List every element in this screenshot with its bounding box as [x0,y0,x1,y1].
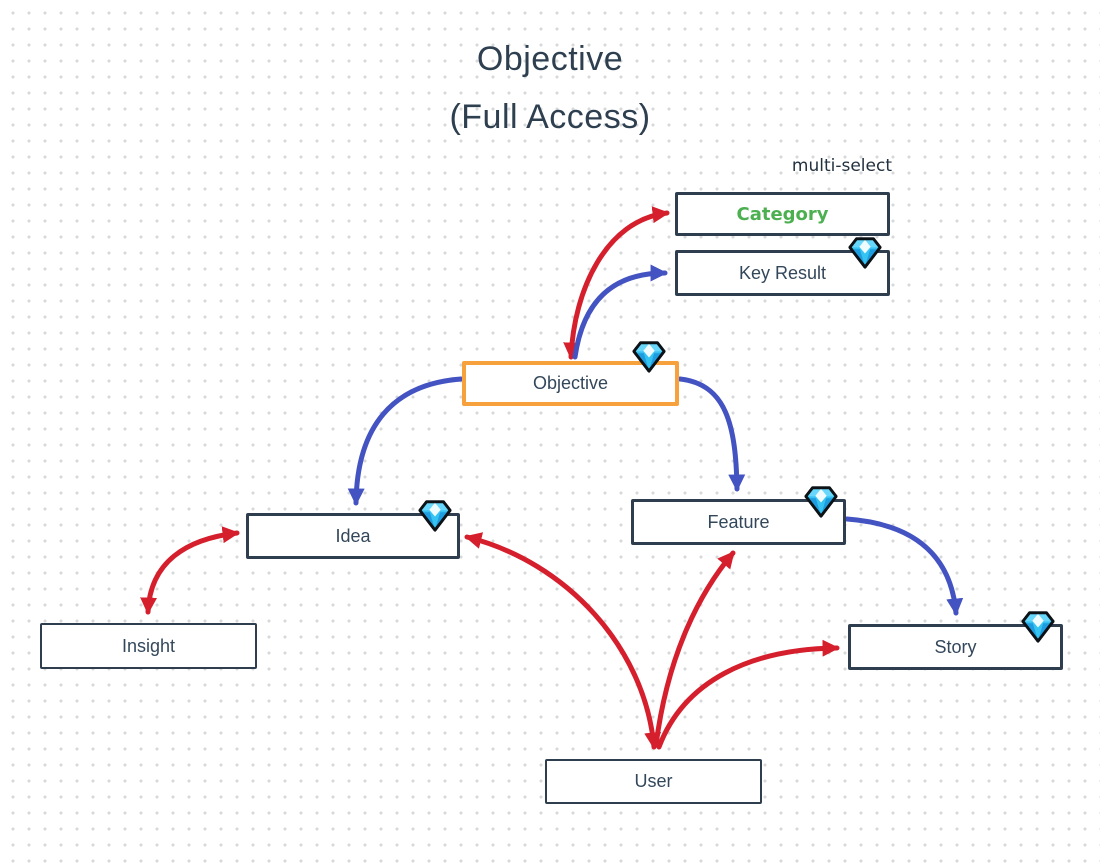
diagram-title-line1: Objective [476,40,624,78]
edge-idea-insight[interactable] [140,526,240,615]
edge-objective-keyresult[interactable] [572,264,668,360]
edge-user-feature[interactable] [653,550,736,748]
gem-icon [804,485,838,519]
node-idea-label: Idea [335,525,371,546]
node-story[interactable]: Story [848,624,1063,670]
edge-feature-story[interactable] [844,516,964,616]
node-user-label: User [634,771,673,791]
edge-objective-category[interactable] [563,206,670,360]
edge-objective-feature[interactable] [677,376,746,492]
node-objective-label: Objective [532,373,609,393]
node-objective[interactable]: Objective [462,361,679,406]
gem-icon [632,340,666,374]
node-category-label: Category [736,203,829,225]
node-key-result-label: Key Result [738,262,827,283]
diagram-title: Objective (Full Access) [0,30,1100,146]
node-feature-label: Feature [707,511,770,532]
node-insight-label: Insight [121,635,176,656]
node-category[interactable]: Category [675,192,890,236]
node-idea[interactable]: Idea [246,513,460,559]
multi-select-label: multi-select [791,156,892,176]
node-insight[interactable]: Insight [40,623,257,669]
node-key-result[interactable]: Key Result [675,250,890,296]
edge-idea-user[interactable] [464,532,662,750]
edge-objective-idea[interactable] [347,376,464,506]
edge-user-story[interactable] [656,639,840,750]
node-user[interactable]: User [545,759,762,804]
gem-icon [418,499,452,533]
gem-icon [1021,610,1055,644]
gem-icon [848,236,882,270]
node-feature[interactable]: Feature [631,499,846,545]
diagram-title-line2: (Full Access) [449,98,651,136]
node-story-label: Story [934,636,977,657]
